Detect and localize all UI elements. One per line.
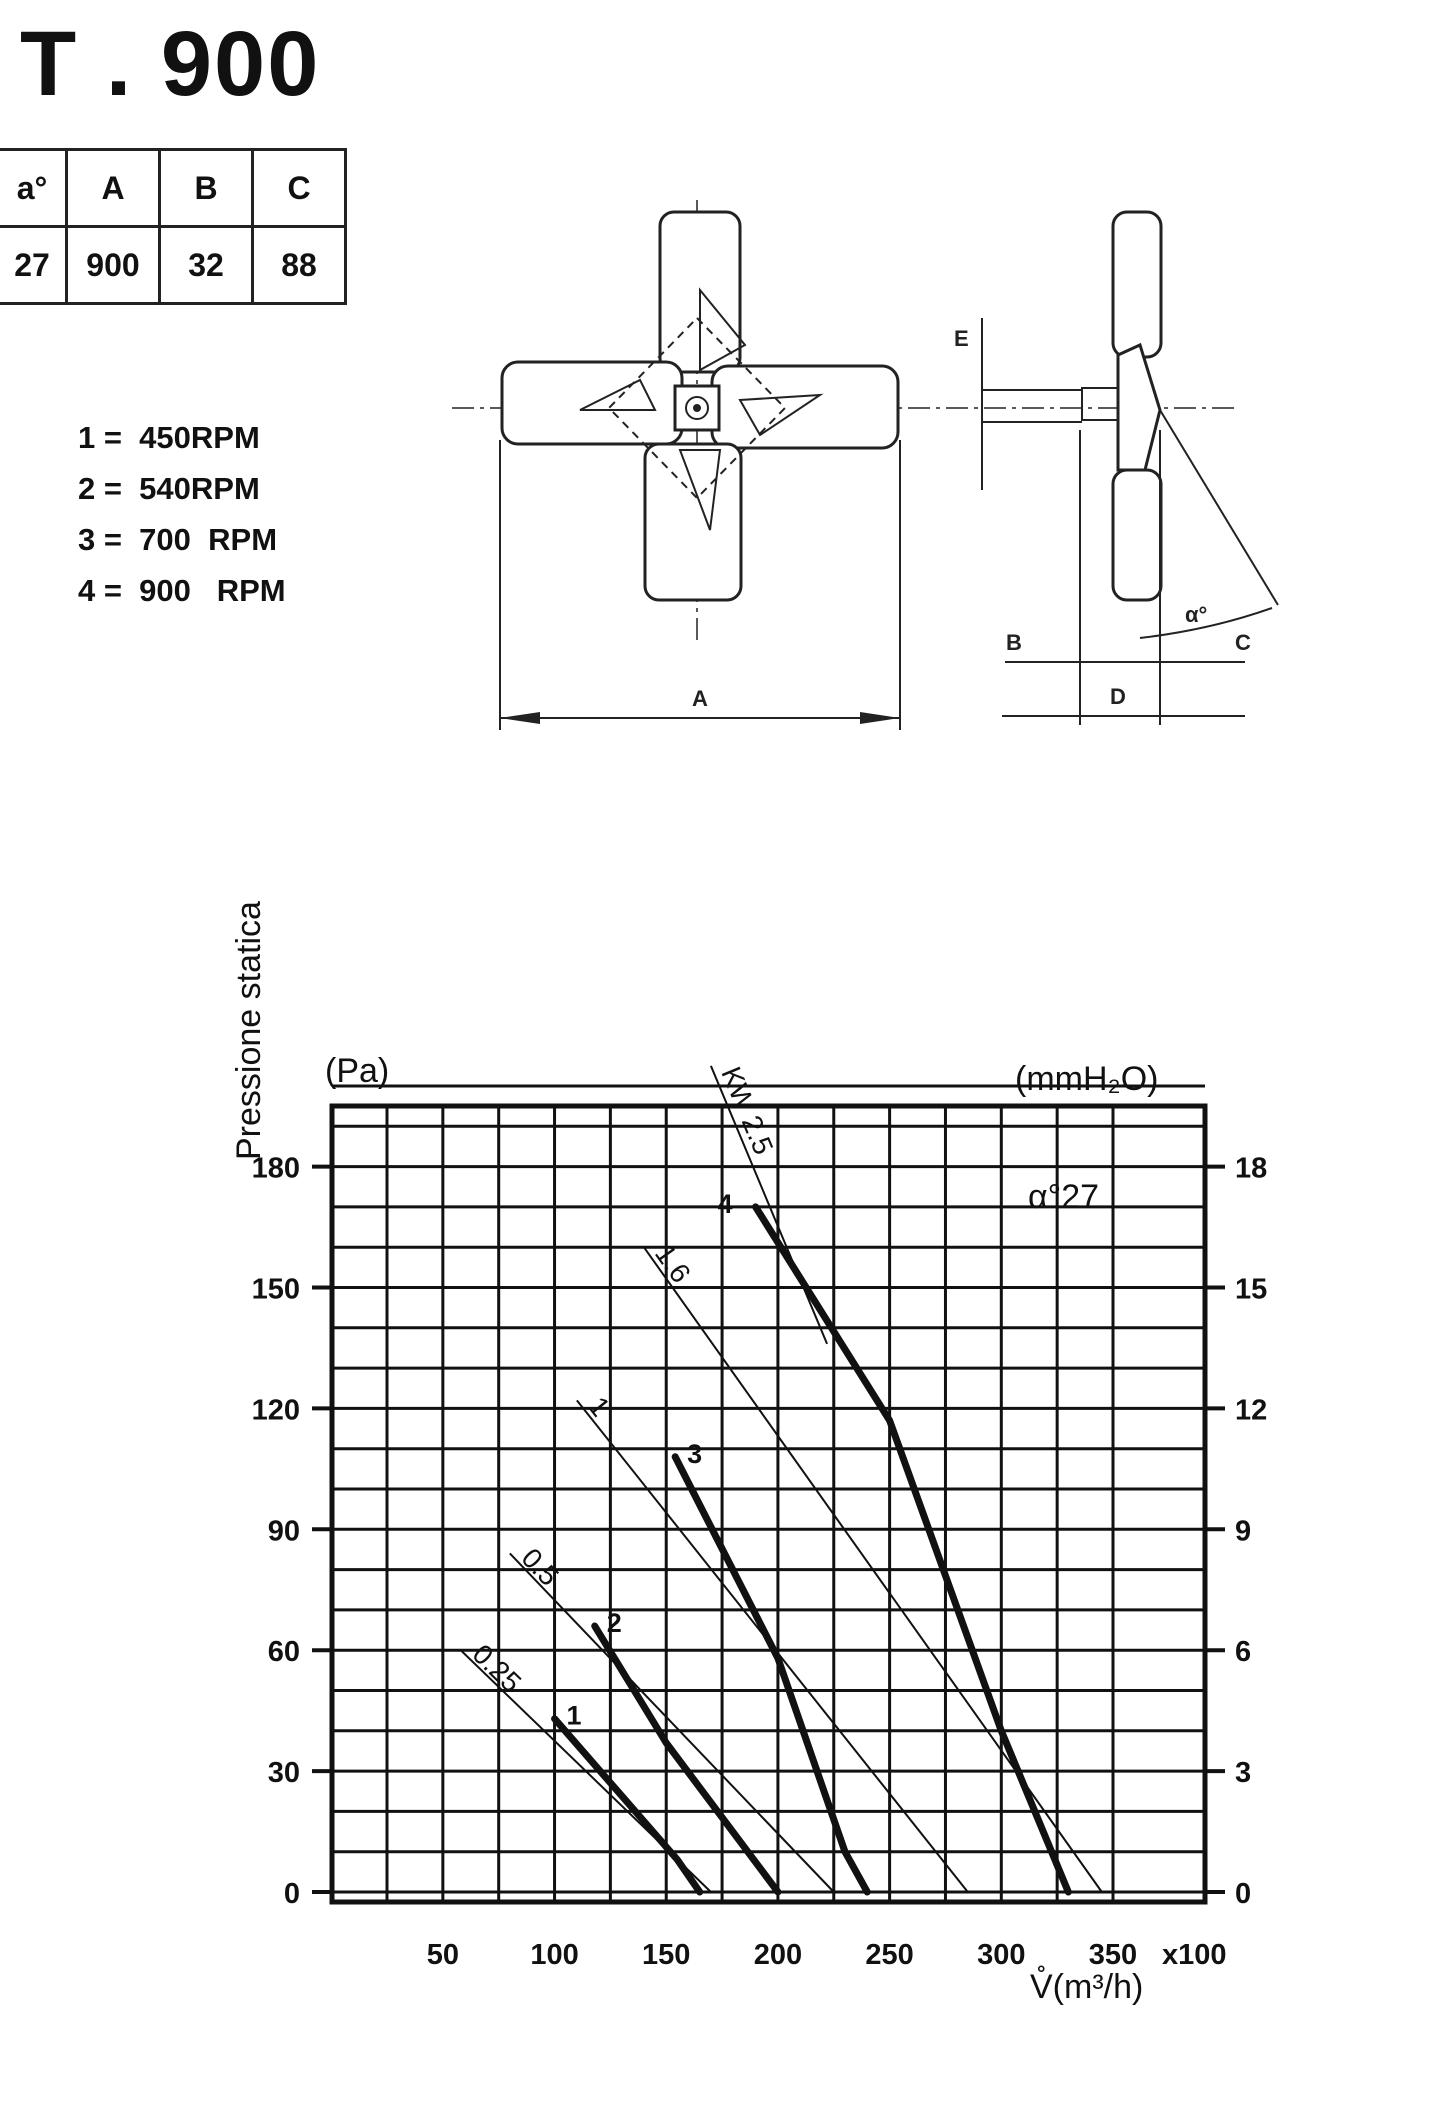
y-tick-label-right: 0	[1235, 1878, 1251, 1910]
y-tick-label-left: 90	[268, 1515, 300, 1547]
hub-bore	[685, 396, 709, 420]
blade-pitch-left	[579, 378, 657, 411]
blade-pitch-top	[699, 287, 747, 372]
pitch-angle-label: α°	[1185, 602, 1207, 627]
spec-header-b: B	[158, 148, 254, 228]
rpm-curve-3	[671, 1453, 871, 1896]
rpm-curve-4	[752, 1203, 1072, 1896]
power-line-label: KW 2.5	[715, 1062, 779, 1159]
blade-pitch-bottom	[678, 449, 722, 531]
y-tick-label-left: 150	[252, 1274, 300, 1306]
y-axis-unit-right: (mmH₂O)	[1015, 1060, 1159, 1098]
fan-technical-drawing: A α° E B C D	[452, 200, 1279, 730]
power-lines: 0.250.511.6KW 2.5	[460, 1062, 1103, 1893]
pitch-angle-line	[1159, 409, 1279, 606]
y-tick-label-right: 12	[1235, 1394, 1267, 1426]
y-tick-label-right: 9	[1235, 1515, 1251, 1547]
axis-ticks: 50 100 150 200 250 300 350 0 30 60 90 120 150 180 0 3 6 9…	[252, 1153, 1268, 1971]
y-tick-label-left: 0	[284, 1878, 300, 1910]
side-hub-profile	[1116, 342, 1162, 472]
spec-value-alpha: 27	[0, 225, 68, 305]
spec-header-alpha: a°	[0, 148, 68, 228]
dimension-e-label: E	[954, 326, 969, 351]
spec-value-a: 900	[65, 225, 161, 305]
spec-header-a: A	[65, 148, 161, 228]
rpm-curve-1	[551, 1715, 704, 1896]
power-line-kw	[709, 1065, 828, 1345]
rpm-legend-item-3: 3 = 700 RPM	[78, 522, 278, 557]
y-tick-label-left: 180	[252, 1153, 300, 1185]
blade-pitch-right	[738, 393, 824, 437]
pitch-angle-arc	[1139, 607, 1273, 639]
spec-value-b: 32	[158, 225, 254, 305]
spec-table-value-row: 27 900 32 88	[0, 225, 347, 305]
spec-table: a° A B C 27 900 32 88	[0, 148, 347, 305]
dimension-a-arrow-left	[500, 712, 540, 724]
chart-plot-frame	[329, 1103, 1208, 1905]
dimension-b-label: B	[1006, 630, 1022, 655]
dimension-c-label: C	[1235, 630, 1251, 655]
fan-hub	[673, 384, 721, 432]
y-tick-label-right: 3	[1235, 1757, 1251, 1789]
dimension-a-label: A	[692, 686, 708, 711]
y-tick-label-right: 18	[1235, 1153, 1267, 1185]
y-axis-unit-left: (Pa)	[325, 1052, 389, 1090]
dimension-d-label: D	[1110, 684, 1126, 709]
rpm-legend: 1 = 450RPM 2 = 540RPM 3 = 700 RPM 4 = 90…	[78, 412, 286, 616]
rpm-curve-label: 1	[567, 1701, 582, 1731]
chart-grid	[332, 1084, 1205, 1902]
rpm-curve-label: 3	[687, 1439, 702, 1469]
y-tick-label-right: 6	[1235, 1636, 1251, 1668]
y-axis-label: Pressione statica	[230, 901, 268, 1160]
fan-side-view: α° E B C D	[954, 210, 1279, 725]
fan-blade-bottom	[643, 442, 743, 602]
spec-table-header-row: a° A B C	[0, 148, 347, 228]
y-tick-label-left: 60	[268, 1636, 300, 1668]
power-line-label: 0.5	[516, 1542, 565, 1592]
spec-header-c: C	[251, 148, 347, 228]
chart-annotation: α°27	[1028, 1178, 1099, 1216]
y-tick-label-right: 15	[1235, 1274, 1267, 1306]
rpm-curves: 1 2 3 4	[551, 1189, 1072, 1896]
power-line-kw	[509, 1552, 835, 1893]
rpm-curve-label: 4	[718, 1189, 733, 1219]
x-tick-label: 150	[642, 1939, 690, 1971]
hub-center	[693, 404, 701, 412]
dimension-a-arrow-right	[860, 712, 900, 724]
rpm-legend-item-2: 2 = 540RPM	[78, 471, 260, 506]
x-axis-label: V̊(m³/h)	[1030, 1965, 1143, 2006]
y-tick-label-left: 30	[268, 1757, 300, 1789]
rpm-curve-2	[591, 1622, 782, 1896]
rpm-curve-label: 2	[607, 1608, 622, 1638]
x-tick-label: 200	[754, 1939, 802, 1971]
x-tick-label: 50	[427, 1939, 459, 1971]
side-hub-body	[1081, 387, 1119, 421]
x-tick-label: 300	[977, 1939, 1025, 1971]
x-axis-multiplier: x100	[1162, 1939, 1227, 1971]
page-title: T . 900	[20, 13, 321, 115]
spec-value-c: 88	[251, 225, 347, 305]
x-tick-label: 250	[865, 1939, 913, 1971]
rpm-legend-item-1: 1 = 450RPM	[78, 420, 260, 455]
fan-front-view: A	[452, 200, 1240, 730]
rpm-legend-item-4: 4 = 900 RPM	[78, 573, 286, 608]
y-tick-label-left: 120	[252, 1394, 300, 1426]
x-tick-label: 100	[530, 1939, 578, 1971]
x-tick-label: 350	[1089, 1939, 1137, 1971]
